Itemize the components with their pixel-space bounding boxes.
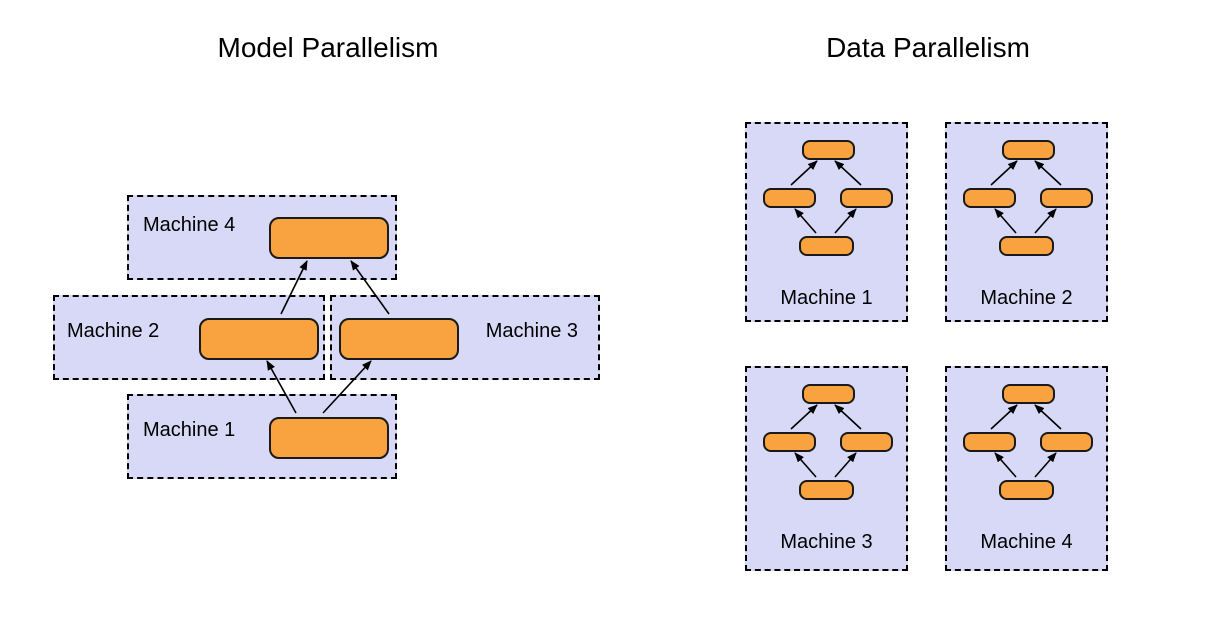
model-parallelism-machine-2-box: Machine 2 xyxy=(53,295,325,380)
model-replica-bottom-node xyxy=(799,236,854,256)
model-shard-node xyxy=(199,318,319,360)
model-replica-top-node xyxy=(1002,384,1055,404)
model-replica-left-node xyxy=(763,188,816,208)
machine-4-label: Machine 4 xyxy=(143,214,236,236)
model-replica-bottom-node xyxy=(999,236,1054,256)
machine-2-label: Machine 2 xyxy=(980,287,1073,309)
model-replica-right-node xyxy=(840,188,893,208)
model-shard-node xyxy=(269,417,389,459)
data-parallelism-machine-4-box: Machine 4 xyxy=(945,366,1108,571)
machine-2-label: Machine 2 xyxy=(67,320,160,342)
model-replica-bottom-node xyxy=(999,480,1054,500)
model-replica-left-node xyxy=(963,188,1016,208)
model-replica-left-node xyxy=(963,432,1016,452)
model-shard-node xyxy=(269,217,389,259)
machine-4-label: Machine 4 xyxy=(980,531,1073,553)
model-replica-top-node xyxy=(1002,140,1055,160)
machine-1-label: Machine 1 xyxy=(780,287,873,309)
model-shard-node xyxy=(339,318,459,360)
model-replica-top-node xyxy=(802,140,855,160)
data-parallelism-title: Data Parallelism xyxy=(826,32,1030,63)
data-parallelism-machine-3-box: Machine 3 xyxy=(745,366,908,571)
model-parallelism-machine-4-box: Machine 4 xyxy=(127,195,397,280)
machine-1-label: Machine 1 xyxy=(143,419,236,441)
model-replica-right-node xyxy=(1040,188,1093,208)
model-replica-right-node xyxy=(840,432,893,452)
machine-3-label: Machine 3 xyxy=(780,531,873,553)
model-parallelism-title: Model Parallelism xyxy=(217,32,439,63)
model-replica-bottom-node xyxy=(799,480,854,500)
machine-3-label: Machine 3 xyxy=(485,320,578,342)
model-parallelism-machine-3-box: Machine 3 xyxy=(330,295,600,380)
model-replica-top-node xyxy=(802,384,855,404)
model-replica-right-node xyxy=(1040,432,1093,452)
data-parallelism-machine-1-box: Machine 1 xyxy=(745,122,908,322)
model-parallelism-machine-1-box: Machine 1 xyxy=(127,394,397,479)
data-parallelism-machine-2-box: Machine 2 xyxy=(945,122,1108,322)
model-replica-left-node xyxy=(763,432,816,452)
